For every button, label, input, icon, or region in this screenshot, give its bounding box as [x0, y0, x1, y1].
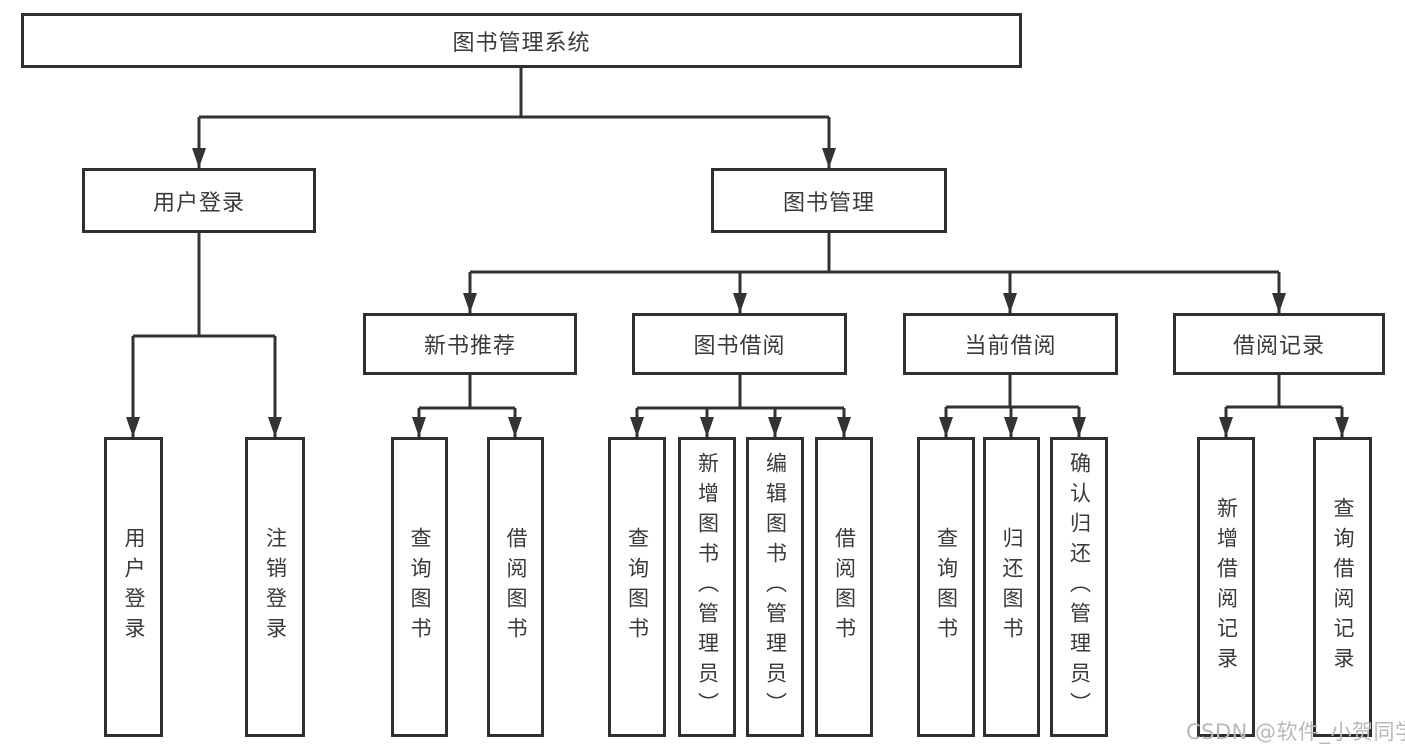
leaf-nb-query-books: 查询图书 — [391, 437, 448, 737]
node-label: 新书推荐 — [423, 334, 516, 359]
leaf-cb-query-books: 查询图书 — [917, 437, 975, 737]
node-label: 查询图书 — [625, 527, 650, 647]
edge-root-trunk — [199, 68, 829, 119]
node-label: 借阅图书 — [832, 527, 857, 647]
node-book-management: 图书管理 — [711, 168, 947, 233]
leaf-logout-login: 注销登录 — [245, 437, 305, 737]
edge-borrowing-records-trunk — [1226, 375, 1342, 409]
leaf-br-query-record: 查询借阅记录 — [1313, 437, 1372, 737]
node-label: 查询图书 — [934, 527, 959, 647]
node-new-book-recommend: 新书推荐 — [363, 313, 577, 375]
node-label: 图书管理 — [782, 190, 875, 216]
leaf-cb-confirm-return-admin: 确认归还（管理员） — [1050, 437, 1108, 737]
edge-user-login-trunk — [133, 233, 275, 338]
node-label: 查询借阅记录 — [1331, 497, 1355, 677]
node-label: 用户登录 — [122, 527, 146, 647]
node-label: 当前借阅 — [964, 334, 1057, 359]
node-label: 确认归还（管理员） — [1067, 452, 1092, 722]
node-user-login: 用户登录 — [82, 168, 316, 233]
edge-current-borrowing-trunk — [946, 375, 1079, 409]
leaf-br-add-record: 新增借阅记录 — [1197, 437, 1255, 737]
csdn-watermark: CSDN @软件_小贺同学 — [1186, 720, 1405, 744]
node-label: 查询图书 — [408, 527, 432, 647]
node-label: 图书借阅 — [693, 334, 786, 359]
edge-new-book-recommend-trunk — [419, 375, 515, 410]
node-label: 借阅记录 — [1232, 334, 1325, 359]
node-library-management-system: 图书管理系统 — [21, 13, 1022, 68]
leaf-bb-query-books: 查询图书 — [608, 437, 666, 737]
node-borrowing-records: 借阅记录 — [1173, 313, 1385, 375]
node-label: 归还图书 — [1000, 527, 1024, 647]
node-label: 新增图书（管理员） — [695, 452, 720, 722]
node-label: 用户登录 — [152, 190, 245, 216]
node-label: 编辑图书（管理员） — [763, 452, 788, 722]
node-label: 注销登录 — [263, 527, 288, 647]
node-label: 新增借阅记录 — [1214, 497, 1239, 677]
node-label: 借阅图书 — [504, 527, 528, 647]
leaf-user-login: 用户登录 — [104, 437, 163, 737]
leaf-cb-return-books: 归还图书 — [983, 437, 1040, 737]
leaf-bb-add-books-admin: 新增图书（管理员） — [678, 437, 736, 737]
edge-book-borrowing-trunk — [637, 375, 844, 410]
leaf-bb-edit-books-admin: 编辑图书（管理员） — [746, 437, 804, 737]
node-book-borrowing: 图书借阅 — [632, 313, 847, 375]
leaf-nb-borrow-books: 借阅图书 — [487, 437, 544, 737]
edge-book-management-trunk — [470, 233, 1279, 274]
node-label: 图书管理系统 — [452, 30, 591, 56]
leaf-bb-borrow-books: 借阅图书 — [815, 437, 873, 737]
node-current-borrowing: 当前借阅 — [903, 313, 1118, 375]
